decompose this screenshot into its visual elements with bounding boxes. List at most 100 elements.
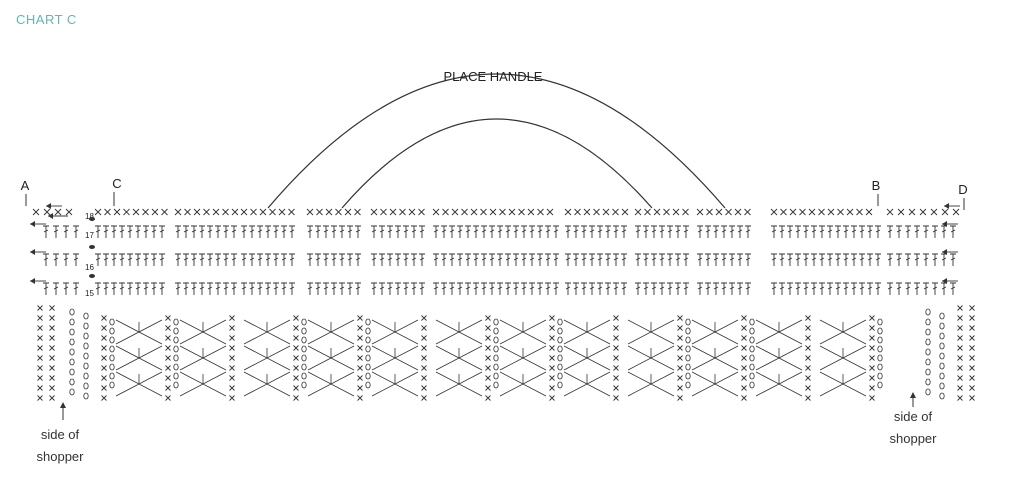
- chain-oval: [173, 363, 179, 371]
- double-crochet-t: [473, 225, 479, 238]
- chain-oval: [749, 327, 755, 335]
- double-crochet-t: [803, 225, 809, 238]
- double-crochet-t: [433, 282, 439, 295]
- double-crochet-t: [859, 225, 865, 238]
- double-crochet-t: [545, 282, 551, 295]
- single-crochet-x: [421, 345, 427, 351]
- double-crochet-t: [875, 253, 881, 266]
- side-right-arrowhead: [910, 392, 916, 398]
- double-crochet-t: [923, 253, 929, 266]
- single-crochet-x: [212, 208, 220, 216]
- double-crochet-t: [347, 253, 353, 266]
- single-crochet-x: [389, 208, 397, 216]
- double-crochet-t: [589, 225, 595, 238]
- double-crochet-t: [103, 225, 109, 238]
- chain-oval: [83, 392, 89, 400]
- single-crochet-x: [518, 208, 525, 216]
- single-crochet-x: [677, 325, 683, 331]
- chain-oval: [83, 382, 89, 390]
- single-crochet-x: [715, 208, 723, 216]
- double-crochet-t: [339, 225, 345, 238]
- chain-oval: [685, 354, 691, 362]
- double-crochet-t: [513, 282, 519, 295]
- chain-oval: [83, 342, 89, 350]
- single-crochet-x: [37, 395, 43, 401]
- single-crochet-x: [741, 315, 747, 321]
- double-crochet-t: [119, 282, 125, 295]
- double-crochet-t: [843, 282, 849, 295]
- single-crochet-x: [805, 385, 811, 391]
- double-crochet-t: [273, 282, 279, 295]
- double-crochet-t: [529, 225, 535, 238]
- single-crochet-x: [43, 208, 51, 216]
- single-crochet-x: [123, 208, 130, 216]
- double-crochet-t: [273, 225, 279, 238]
- single-crochet-x: [865, 208, 873, 216]
- single-crochet-x: [818, 208, 825, 216]
- row-number-15: 15: [85, 289, 94, 298]
- chart-title: CHART C: [16, 12, 77, 27]
- double-crochet-t: [411, 282, 417, 295]
- single-crochet-x: [549, 365, 555, 371]
- double-crochet-t: [771, 282, 777, 295]
- double-crochet-t: [851, 253, 857, 266]
- single-crochet-x: [335, 208, 342, 216]
- double-crochet-t: [371, 253, 377, 266]
- double-crochet-t: [473, 282, 479, 295]
- single-crochet-x: [549, 315, 555, 321]
- double-crochet-t: [111, 282, 117, 295]
- chain-oval: [685, 336, 691, 344]
- double-crochet-t: [151, 253, 157, 266]
- double-crochet-t: [941, 253, 947, 266]
- chain-oval: [69, 368, 75, 376]
- chain-oval: [877, 336, 883, 344]
- double-crochet-t: [529, 282, 535, 295]
- double-crochet-t: [819, 225, 825, 238]
- single-crochet-x: [101, 375, 107, 381]
- single-crochet-x: [869, 335, 875, 341]
- single-crochet-x: [869, 375, 875, 381]
- single-crochet-x: [229, 395, 235, 401]
- single-crochet-x: [869, 395, 875, 401]
- double-crochet-t: [851, 225, 857, 238]
- single-crochet-x: [593, 208, 600, 216]
- double-crochet-t: [403, 282, 409, 295]
- slip-stitch-dot: [89, 245, 95, 249]
- single-crochet-x: [165, 345, 171, 351]
- single-crochet-x: [101, 355, 107, 361]
- double-crochet-t: [207, 282, 213, 295]
- single-crochet-x: [696, 208, 704, 216]
- single-crochet-x: [222, 208, 229, 216]
- single-crochet-x: [897, 208, 905, 216]
- double-crochet-t: [103, 282, 109, 295]
- double-crochet-t: [159, 282, 165, 295]
- single-crochet-x: [101, 395, 107, 401]
- chain-oval: [109, 318, 115, 326]
- double-crochet-t: [651, 282, 657, 295]
- double-crochet-t: [215, 253, 221, 266]
- chain-oval: [69, 338, 75, 346]
- double-crochet-t: [589, 282, 595, 295]
- double-crochet-t: [199, 253, 205, 266]
- double-crochet-t: [111, 253, 117, 266]
- chain-oval: [365, 363, 371, 371]
- double-crochet-t: [683, 253, 689, 266]
- single-crochet-x: [101, 385, 107, 391]
- double-crochet-t: [705, 253, 711, 266]
- double-crochet-t: [395, 225, 401, 238]
- double-crochet-t: [827, 282, 833, 295]
- single-crochet-x: [37, 335, 43, 341]
- chain-oval: [365, 354, 371, 362]
- single-crochet-x: [957, 395, 963, 401]
- double-crochet-t: [635, 282, 641, 295]
- double-crochet-t: [745, 225, 751, 238]
- single-crochet-x: [37, 355, 43, 361]
- double-crochet-t: [53, 253, 59, 266]
- single-crochet-x: [357, 395, 363, 401]
- double-crochet-t: [589, 253, 595, 266]
- row-number-18: 18: [85, 212, 94, 221]
- double-crochet-t: [395, 253, 401, 266]
- single-crochet-x: [161, 208, 168, 216]
- double-crochet-t: [659, 282, 665, 295]
- single-crochet-x: [957, 345, 963, 351]
